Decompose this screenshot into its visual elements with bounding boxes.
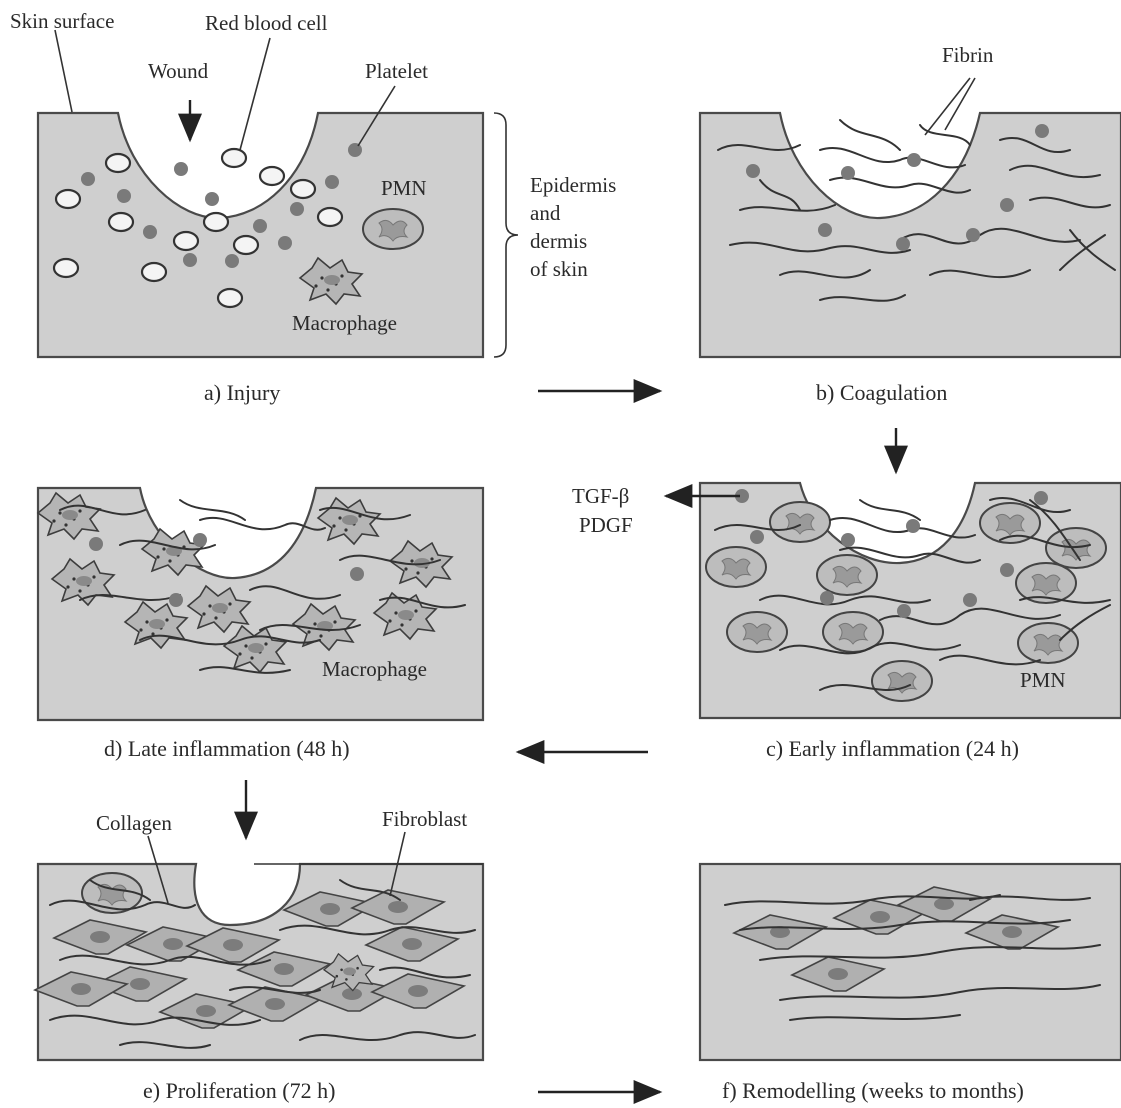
svg-text:and: and: [530, 201, 561, 225]
platelet-label: Platelet: [365, 59, 428, 83]
caption-f: f) Remodelling (weeks to months): [722, 1078, 1024, 1103]
panel-d-late-inflammation: Macrophage d) Late inflammation (48 h): [38, 488, 483, 761]
caption-e: e) Proliferation (72 h): [143, 1078, 335, 1103]
epidermis-brace: [494, 113, 518, 357]
svg-text:dermis: dermis: [530, 229, 587, 253]
svg-text:of skin: of skin: [530, 257, 588, 281]
caption-c: c) Early inflammation (24 h): [766, 736, 1019, 761]
pmn-label: PMN: [381, 176, 427, 200]
panel-c-early-inflammation: TGF-β PDGF PMN c) Early inflammation (24…: [572, 483, 1121, 761]
caption-a: a) Injury: [204, 380, 280, 405]
panel-b-coagulation: Fibrin b) Coagulation: [700, 43, 1121, 405]
tgf-beta-label: TGF-β: [572, 484, 629, 508]
panel-a-injury: Skin surface Red blood cell Wound Platel…: [10, 9, 616, 405]
fibroblast-label: Fibroblast: [382, 807, 467, 831]
macrophage-label-d: Macrophage: [322, 657, 427, 681]
skin-surface-label: Skin surface: [10, 9, 114, 33]
pmn-label-c: PMN: [1020, 668, 1066, 692]
epidermis-dermis-label: Epidermis and dermis of skin: [530, 173, 616, 281]
tissue-block-f: [700, 864, 1121, 1060]
caption-b: b) Coagulation: [816, 380, 947, 405]
pmn-cell-a: [363, 209, 423, 249]
pdgf-label: PDGF: [579, 513, 633, 537]
red-blood-cell-label: Red blood cell: [205, 11, 328, 35]
caption-d: d) Late inflammation (48 h): [104, 736, 350, 761]
macrophage-label: Macrophage: [292, 311, 397, 335]
panel-f-remodelling: f) Remodelling (weeks to months): [700, 864, 1121, 1103]
wound-label: Wound: [148, 59, 209, 83]
svg-text:Epidermis: Epidermis: [530, 173, 616, 197]
panel-e-proliferation: Collagen Fibroblast e) Proliferation (72…: [35, 807, 483, 1103]
fibrin-label: Fibrin: [942, 43, 994, 67]
collagen-label: Collagen: [96, 811, 172, 835]
